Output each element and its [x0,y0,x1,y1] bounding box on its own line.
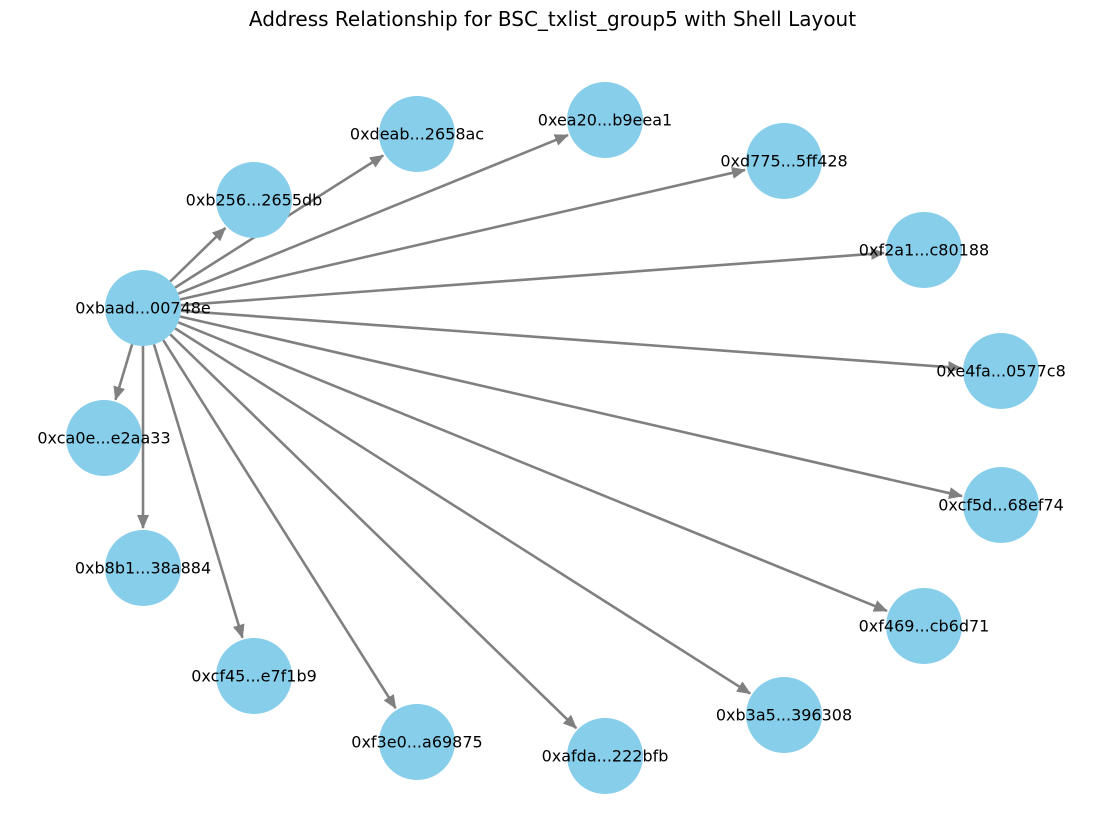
node-circle [216,638,292,714]
node-circle [886,588,962,664]
node-label: 0xcf45...e7f1b9 [191,667,317,686]
edge-n0-n6 [180,309,963,374]
graph-node: 0xb256...2655db [186,162,323,238]
node-circle [379,96,455,172]
node-circle [746,677,822,753]
node-label: 0xbaad...00748e [75,299,211,318]
node-circle [379,704,455,780]
node-circle [66,400,142,476]
node-circle [567,718,643,794]
graph-node: 0xf469...cb6d71 [859,588,990,664]
edge-n0-n5 [180,247,886,307]
node-label: 0xb256...2655db [186,191,323,210]
node-circle [963,333,1039,409]
edge-n0-n4 [179,166,746,301]
graph-node: 0xbaad...00748e [75,270,211,346]
edge-n0-n10 [169,333,578,730]
graph-node: 0xf2a1...c80188 [859,212,989,288]
node-label: 0xf2a1...c80188 [859,241,989,260]
node-label: 0xd775...5ff428 [720,152,847,171]
edge-n0-n7 [179,315,963,499]
nodes-layer: 0xbaad...00748e 0xb256...2655db 0xdeab...2… [37,82,1066,794]
edge-n0-n3 [177,133,569,295]
graph-node: 0xcf5d...68ef74 [938,467,1064,543]
node-circle [216,162,292,238]
node-circle [567,82,643,158]
graph-node: 0xf3e0...a69875 [351,704,483,780]
edge-n0-n11 [162,339,397,710]
graph-node: 0xca0e...e2aa33 [37,400,171,476]
edge-n0-n8 [177,321,888,613]
graph-node: 0xe4fa...0577c8 [936,333,1066,409]
graph-node: 0xafda...222bfb [542,718,669,794]
edge-n0-n14 [113,344,134,401]
edge-n0-n1 [169,226,227,283]
node-circle [963,467,1039,543]
graph-node: 0xb3a5...396308 [716,677,852,753]
node-label: 0xcf5d...68ef74 [938,496,1064,515]
node-label: 0xe4fa...0577c8 [936,362,1066,381]
edge-n0-n9 [174,327,752,695]
node-label: 0xea20...b9eea1 [538,111,672,130]
graph-node: 0xd775...5ff428 [720,123,848,199]
node-label: 0xca0e...e2aa33 [37,429,170,448]
node-circle [105,530,181,606]
edge-n0-n12 [152,344,245,639]
graph-node: 0xb8b1...38a884 [75,530,211,606]
node-label: 0xb3a5...396308 [716,706,852,725]
graph-node: 0xcf45...e7f1b9 [191,638,317,714]
node-label: 0xf469...cb6d71 [859,617,990,636]
node-circle [746,123,822,199]
graph-title: Address Relationship for BSC_txlist_grou… [248,7,857,31]
node-circle [105,270,181,346]
node-label: 0xb8b1...38a884 [75,559,211,578]
node-label: 0xf3e0...a69875 [351,733,482,752]
node-label: 0xafda...222bfb [542,747,669,766]
node-label: 0xdeab...2658ac [350,125,484,144]
edges-layer [113,133,963,730]
graph-node: 0xdeab...2658ac [350,96,484,172]
node-circle [886,212,962,288]
graph-node: 0xea20...b9eea1 [538,82,672,158]
